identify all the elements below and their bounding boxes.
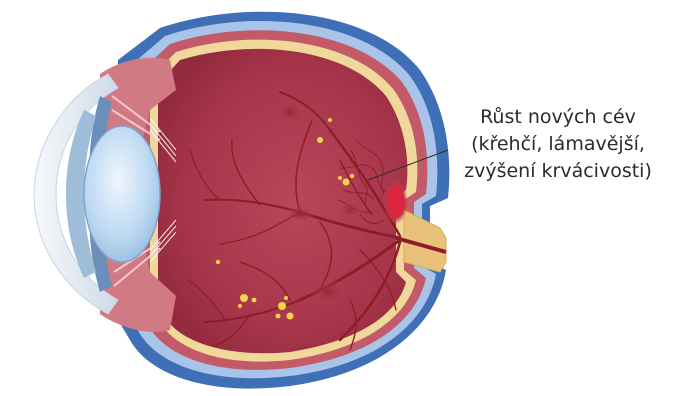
callout-line-2: (křehčí, lámavější, — [448, 131, 668, 158]
callout-line-1: Růst nových cév — [448, 104, 668, 131]
hemorrhage-4 — [338, 201, 362, 219]
hemorrhage-3 — [308, 278, 348, 306]
callout-line-3: zvýšení krvácivosti) — [448, 158, 668, 185]
lens — [84, 126, 160, 262]
hemorrhage-1 — [274, 100, 306, 124]
hemorrhage-2 — [284, 204, 316, 224]
bleeding-spot — [384, 180, 408, 224]
new-vessels-callout: Růst nových cév (křehčí, lámavější, zvýš… — [448, 104, 668, 185]
